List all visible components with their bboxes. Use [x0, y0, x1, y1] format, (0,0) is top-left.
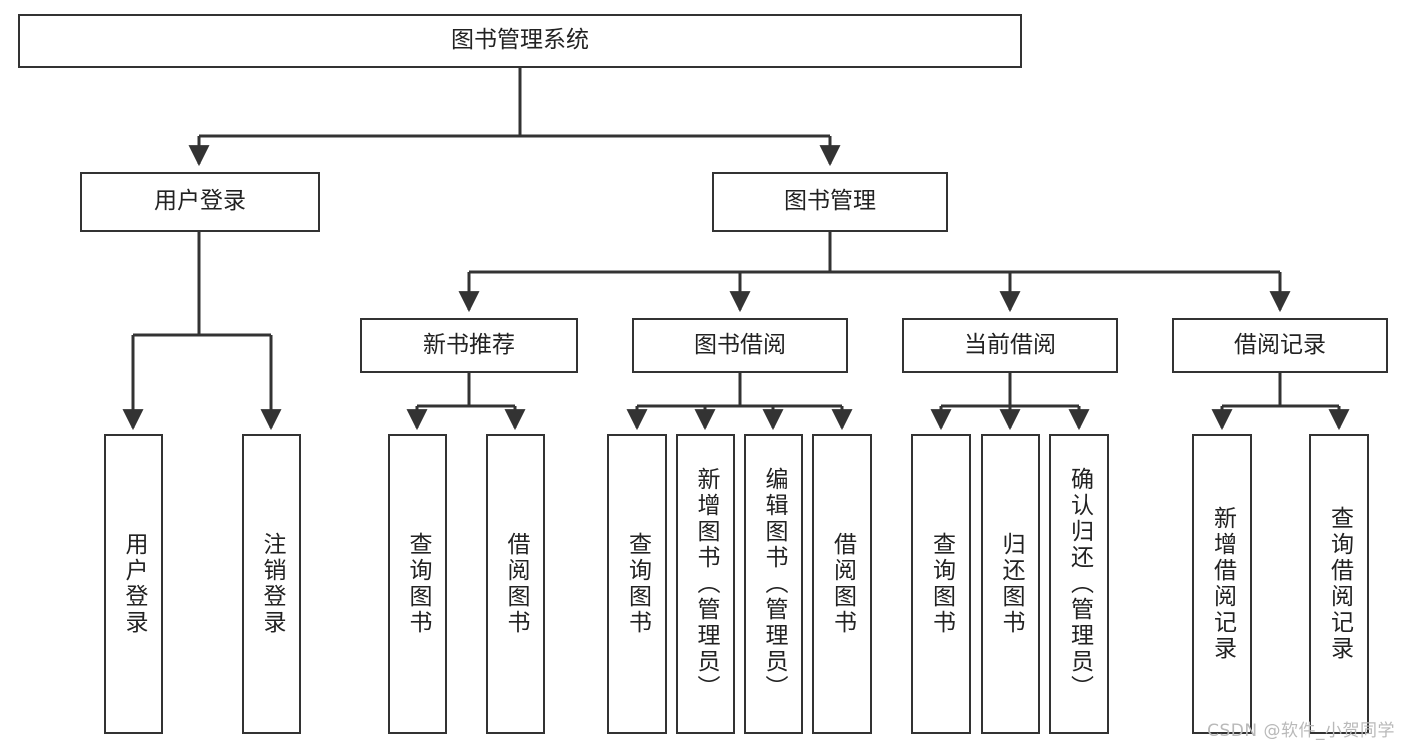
node-user-login[interactable]: 用户登录 [80, 172, 320, 232]
leaf-query-borrow-record-label: 查询借阅记录 [1326, 506, 1353, 662]
node-root[interactable]: 图书管理系统 [18, 14, 1022, 68]
watermark-text: CSDN @软件_小贺同学 [1207, 721, 1395, 741]
leaf-logout-label: 注销登录 [259, 532, 285, 636]
leaf-confirm-return-admin[interactable]: 确认归还（管理员） [1049, 434, 1109, 734]
leaf-add-book-admin[interactable]: 新增图书（管理员） [676, 434, 735, 734]
leaf-query-book-borrow[interactable]: 查询图书 [607, 434, 667, 734]
leaf-query-book-current[interactable]: 查询图书 [911, 434, 971, 734]
leaf-user-login[interactable]: 用户登录 [104, 434, 163, 734]
leaf-user-login-label: 用户登录 [121, 532, 147, 636]
leaf-return-book-label: 归还图书 [998, 532, 1024, 636]
node-root-label: 图书管理系统 [451, 27, 589, 54]
leaf-query-borrow-record[interactable]: 查询借阅记录 [1309, 434, 1369, 734]
leaf-borrow-book[interactable]: 借阅图书 [812, 434, 872, 734]
leaf-query-book-borrow-label: 查询图书 [624, 532, 651, 636]
leaf-return-book[interactable]: 归还图书 [981, 434, 1040, 734]
leaf-add-book-admin-label: 新增图书（管理员） [693, 467, 719, 701]
leaf-edit-book-admin-label: 编辑图书（管理员） [761, 467, 787, 701]
leaf-query-book-new-label: 查询图书 [405, 532, 431, 636]
leaf-logout[interactable]: 注销登录 [242, 434, 301, 734]
leaf-confirm-return-admin-label: 确认归还（管理员） [1066, 467, 1093, 701]
leaf-query-book-new[interactable]: 查询图书 [388, 434, 447, 734]
node-borrow-record-label: 借阅记录 [1234, 331, 1326, 358]
node-borrow-record[interactable]: 借阅记录 [1172, 318, 1388, 373]
leaf-borrow-book-label: 借阅图书 [829, 532, 856, 636]
leaf-edit-book-admin[interactable]: 编辑图书（管理员） [744, 434, 803, 734]
node-new-book-recommend-label: 新书推荐 [423, 331, 515, 358]
node-book-management[interactable]: 图书管理 [712, 172, 948, 232]
node-user-login-label: 用户登录 [154, 188, 246, 215]
leaf-borrow-book-new-label: 借阅图书 [503, 532, 529, 636]
node-current-borrow[interactable]: 当前借阅 [902, 318, 1118, 373]
node-new-book-recommend[interactable]: 新书推荐 [360, 318, 578, 373]
leaf-add-borrow-record-label: 新增借阅记录 [1209, 506, 1236, 662]
leaf-query-book-current-label: 查询图书 [928, 532, 955, 636]
leaf-add-borrow-record[interactable]: 新增借阅记录 [1192, 434, 1252, 734]
node-current-borrow-label: 当前借阅 [964, 331, 1056, 358]
node-book-management-label: 图书管理 [784, 188, 876, 215]
node-book-borrow-label: 图书借阅 [694, 331, 786, 358]
node-book-borrow[interactable]: 图书借阅 [632, 318, 848, 373]
leaf-borrow-book-new[interactable]: 借阅图书 [486, 434, 545, 734]
